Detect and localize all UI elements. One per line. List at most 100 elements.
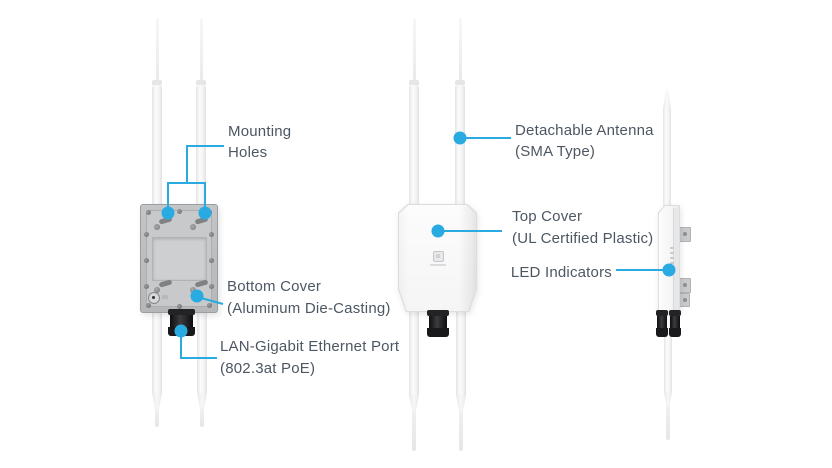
screw bbox=[209, 284, 214, 289]
gland-body bbox=[656, 316, 668, 328]
mounting-hole bbox=[190, 279, 209, 293]
front-view-antenna-bottom-left bbox=[409, 311, 419, 451]
lan-port-line bbox=[180, 336, 217, 359]
antenna-body bbox=[663, 108, 671, 206]
label-line: Mounting bbox=[228, 123, 292, 140]
callout-lines bbox=[167, 137, 664, 359]
antenna-connector bbox=[409, 80, 419, 85]
mount-hole bbox=[154, 224, 160, 230]
antenna-body bbox=[409, 85, 419, 205]
top-cover-dot bbox=[431, 224, 445, 238]
antenna-connector bbox=[196, 80, 206, 85]
screw bbox=[144, 258, 149, 263]
mounting-holes-label: Mounting Holes bbox=[228, 121, 291, 163]
antenna-body bbox=[152, 311, 162, 393]
mount-hole bbox=[190, 224, 196, 230]
side-back-strip bbox=[673, 208, 679, 311]
led-indicator bbox=[670, 257, 674, 259]
brand-logo bbox=[433, 251, 444, 262]
brand-logo-mark bbox=[436, 254, 440, 258]
gland-ring bbox=[427, 310, 449, 316]
gland-nut bbox=[656, 328, 668, 337]
screw bbox=[207, 303, 212, 308]
lan-port-dot bbox=[174, 324, 188, 338]
brand-logo-text bbox=[430, 264, 446, 266]
mounting-hole bbox=[154, 279, 173, 293]
antenna-body bbox=[456, 311, 466, 395]
led-indicators-label: LED Indicators bbox=[511, 262, 612, 283]
antenna-shaft bbox=[412, 18, 416, 80]
screw bbox=[144, 284, 149, 289]
screw bbox=[209, 232, 214, 237]
gland-body bbox=[669, 316, 681, 328]
back-view-antenna-bottom-left bbox=[152, 311, 162, 427]
device-side-view bbox=[658, 205, 680, 312]
gland-nut bbox=[427, 328, 449, 337]
gland-body bbox=[169, 315, 194, 327]
mounting-hole-dot-right bbox=[198, 206, 212, 220]
antenna-tip bbox=[412, 411, 416, 451]
gland-ring bbox=[669, 310, 681, 316]
grounding-port bbox=[148, 292, 160, 304]
antenna-connector bbox=[152, 80, 162, 85]
tab-hole bbox=[683, 298, 687, 302]
front-view-cable-gland bbox=[427, 310, 449, 337]
port-mark bbox=[162, 295, 168, 299]
mounting-hole bbox=[154, 216, 173, 230]
tab-hole bbox=[683, 283, 687, 287]
detachable-antenna-dot bbox=[453, 131, 467, 145]
side-view-cable-gland-left bbox=[656, 310, 668, 337]
bottom-cover-line bbox=[200, 297, 224, 305]
back-cover-panel bbox=[152, 237, 207, 281]
label-line: (802.3at PoE) bbox=[220, 360, 316, 377]
top-cover-label: Top Cover (UL Certified Plastic) bbox=[512, 206, 653, 250]
antenna-body bbox=[664, 312, 672, 392]
front-view-antenna-top-right bbox=[455, 18, 465, 205]
antenna-tip bbox=[666, 406, 670, 440]
antenna-taper bbox=[456, 395, 466, 411]
antenna-tip bbox=[155, 409, 159, 427]
gland-body bbox=[428, 316, 448, 328]
screw bbox=[209, 258, 214, 263]
led-indicator bbox=[670, 262, 674, 264]
screw bbox=[146, 210, 151, 215]
antenna-shaft bbox=[155, 18, 159, 80]
antenna-connector bbox=[455, 80, 465, 85]
antenna-body bbox=[152, 85, 162, 205]
antenna-taper bbox=[409, 395, 419, 411]
gland-ring bbox=[656, 310, 668, 316]
detachable-antenna-label: Detachable Antenna (SMA Type) bbox=[515, 120, 654, 162]
port-pin bbox=[152, 296, 155, 299]
label-line: (SMA Type) bbox=[515, 143, 596, 160]
mounting-hole-dot-left bbox=[161, 206, 175, 220]
screw bbox=[146, 303, 151, 308]
mounting-holes-line bbox=[167, 145, 224, 213]
gland-ring bbox=[168, 309, 195, 315]
antenna-body bbox=[409, 311, 419, 395]
led-indicator bbox=[670, 252, 674, 254]
back-view-antenna-top-left bbox=[152, 18, 162, 205]
front-view-antenna-bottom-right bbox=[456, 311, 466, 451]
side-view-antenna-bottom bbox=[664, 312, 672, 440]
antenna-tip bbox=[459, 411, 463, 451]
lan-port-label: LAN-Gigabit Ethernet Port (802.3at PoE) bbox=[220, 336, 399, 380]
device-front-view bbox=[398, 204, 477, 312]
antenna-body bbox=[197, 311, 207, 393]
led-indicators-dot bbox=[662, 263, 676, 277]
label-line: (UL Certified Plastic) bbox=[512, 230, 654, 247]
label-line: Top Cover bbox=[512, 208, 583, 225]
label-line: LED Indicators bbox=[510, 264, 612, 281]
side-view-antenna-top bbox=[663, 90, 671, 206]
label-line: Holes bbox=[228, 144, 268, 161]
label-line: Bottom Cover bbox=[227, 278, 322, 295]
device-back-view bbox=[140, 204, 218, 313]
bottom-cover-label: Bottom Cover (Aluminum Die-Casting) bbox=[227, 276, 391, 320]
antenna-taper bbox=[664, 392, 672, 406]
label-line: (Aluminum Die-Casting) bbox=[227, 300, 391, 317]
side-view-cable-gland-right bbox=[669, 310, 681, 337]
screw bbox=[144, 232, 149, 237]
led-indicator bbox=[670, 247, 674, 249]
tab-hole bbox=[683, 232, 687, 236]
